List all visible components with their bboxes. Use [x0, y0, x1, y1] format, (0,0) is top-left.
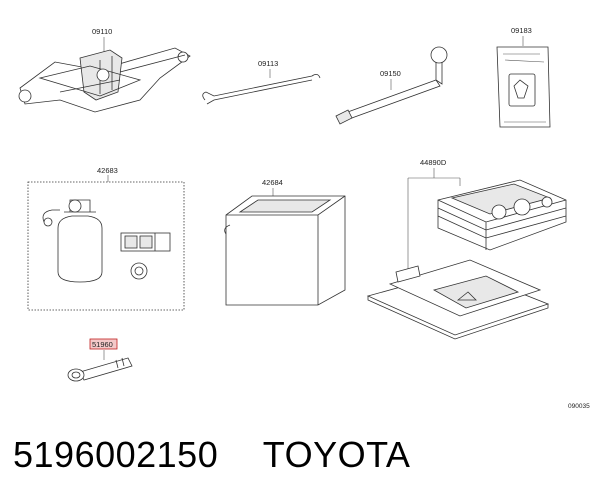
- brand-name: TOYOTA: [262, 434, 411, 475]
- part-number: 5196002150: [13, 434, 219, 475]
- towing-eye-illustration: [67, 350, 133, 382]
- code-repair-kit: 42683: [97, 166, 118, 175]
- code-jack-handle: 09113: [258, 59, 278, 68]
- parts-diagram: 09110 09113 09150 09183: [18, 26, 590, 410]
- battery-illustration: [224, 188, 346, 306]
- figure-code: 090035: [568, 403, 590, 410]
- caption: 5196002150 TOYOTA: [13, 434, 410, 476]
- code-compressor: 44890D: [420, 158, 447, 167]
- compressor-illustration: [366, 168, 567, 340]
- jack-illustration: [18, 37, 191, 113]
- bag-illustration: [496, 36, 551, 128]
- jack-handle-illustration: [202, 69, 321, 105]
- code-bag: 09183: [511, 26, 532, 35]
- code-battery: 42684: [262, 178, 283, 187]
- wrench-illustration: [335, 46, 448, 125]
- repair-kit-illustration: [27, 175, 185, 311]
- code-wrench: 09150: [380, 69, 401, 78]
- highlight-box: [89, 338, 118, 350]
- code-towing-eye[interactable]: 51960: [92, 340, 113, 349]
- code-jack: 09110: [92, 27, 112, 36]
